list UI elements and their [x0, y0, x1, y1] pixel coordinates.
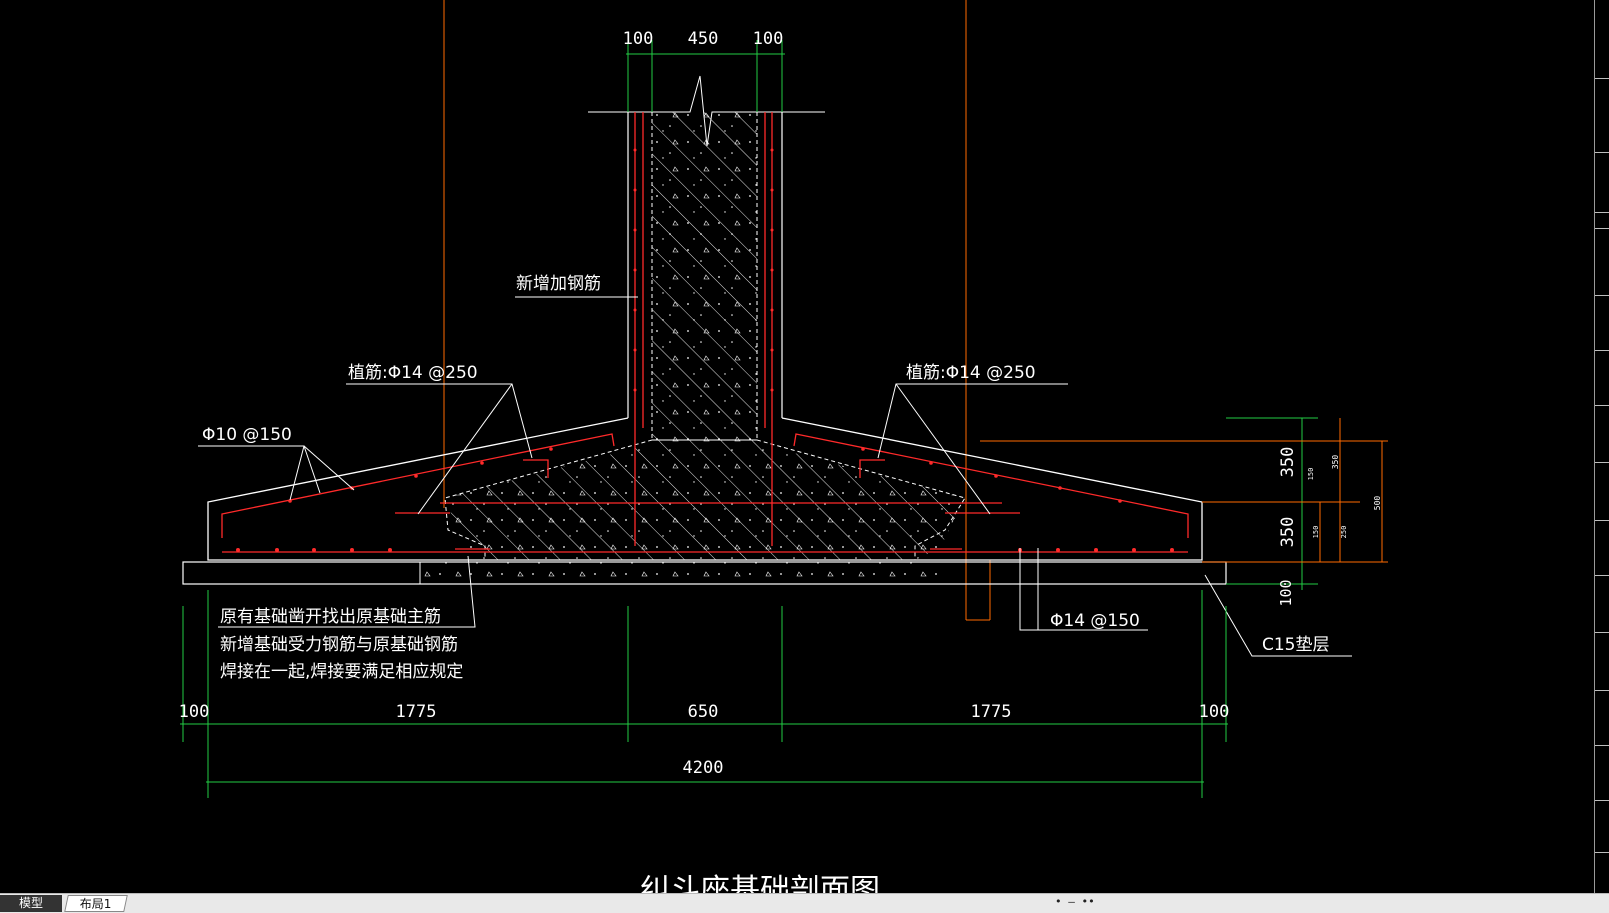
- old-footing-dashed: [444, 439, 966, 560]
- rebar-group: [221, 112, 1189, 553]
- dim-bottom-1775-left: 1775: [396, 702, 437, 722]
- dim-right-small-150b: 150: [1312, 526, 1320, 539]
- cushion-layer: [182, 561, 1227, 585]
- status-snippet: • — ••: [1055, 895, 1095, 908]
- footing-outline: [207, 417, 1203, 561]
- tab-model[interactable]: 模型: [0, 895, 62, 912]
- dim-bottom-100-right: 100: [1199, 702, 1230, 722]
- tab-layout1[interactable]: 布局1: [64, 895, 128, 912]
- label-new-rebar: 新增加钢筋: [516, 274, 601, 294]
- right-small-dims: [980, 418, 1388, 563]
- dim-bottom-1775-right: 1775: [971, 702, 1012, 722]
- dim-right-100: 100: [1277, 579, 1295, 606]
- dim-right-350-top: 350: [1278, 447, 1298, 478]
- note-line-1: 原有基础凿开找出原基础主筋: [220, 607, 441, 627]
- dim-total-4200: 4200: [683, 758, 724, 778]
- dim-right-small-250: 250: [1340, 526, 1348, 539]
- label-plant-left: 植筋:Φ14 @250: [348, 363, 478, 383]
- dim-top-100-right: 100: [753, 29, 784, 49]
- dim-bottom-650: 650: [688, 702, 719, 722]
- label-bottom-bar: Φ14 @150: [1050, 611, 1140, 631]
- break-line: [588, 75, 825, 147]
- dim-bottom-100-left: 100: [179, 702, 210, 722]
- drawing-canvas[interactable]: 100 450 100 100 1775 650 1775 100 4200 3…: [0, 0, 1609, 893]
- dim-top-100-left: 100: [623, 29, 654, 49]
- concrete-dots: [445, 112, 965, 560]
- dim-right-small-350: 350: [1331, 455, 1340, 470]
- cad-drawing: 100 450 100 100 1775 650 1775 100 4200 3…: [179, 0, 1388, 893]
- layout-tab-bar: 模型 布局1 • — ••: [0, 893, 1609, 913]
- dim-right-small-150a: 150: [1307, 468, 1315, 481]
- dim-right-small-500: 500: [1373, 496, 1382, 511]
- label-cushion: C15垫层: [1262, 635, 1330, 655]
- note-line-3: 焊接在一起,焊接要满足相应规定: [220, 662, 463, 682]
- drawing-title: 纠斗座基础剖面图: [640, 873, 880, 893]
- dimension-lines: [180, 40, 1318, 798]
- label-plant-right: 植筋:Φ14 @250: [906, 363, 1036, 383]
- dim-right-350-bottom: 350: [1278, 517, 1298, 548]
- leader-lines: [198, 296, 1352, 657]
- right-ruler: [1594, 0, 1609, 893]
- tab-layout1-label: 布局1: [79, 897, 112, 911]
- dim-top-450: 450: [688, 29, 719, 49]
- cushion-dots: [420, 562, 940, 584]
- label-dist-left: Φ10 @150: [202, 425, 292, 445]
- note-line-2: 新增基础受力钢筋与原基础钢筋: [220, 635, 458, 655]
